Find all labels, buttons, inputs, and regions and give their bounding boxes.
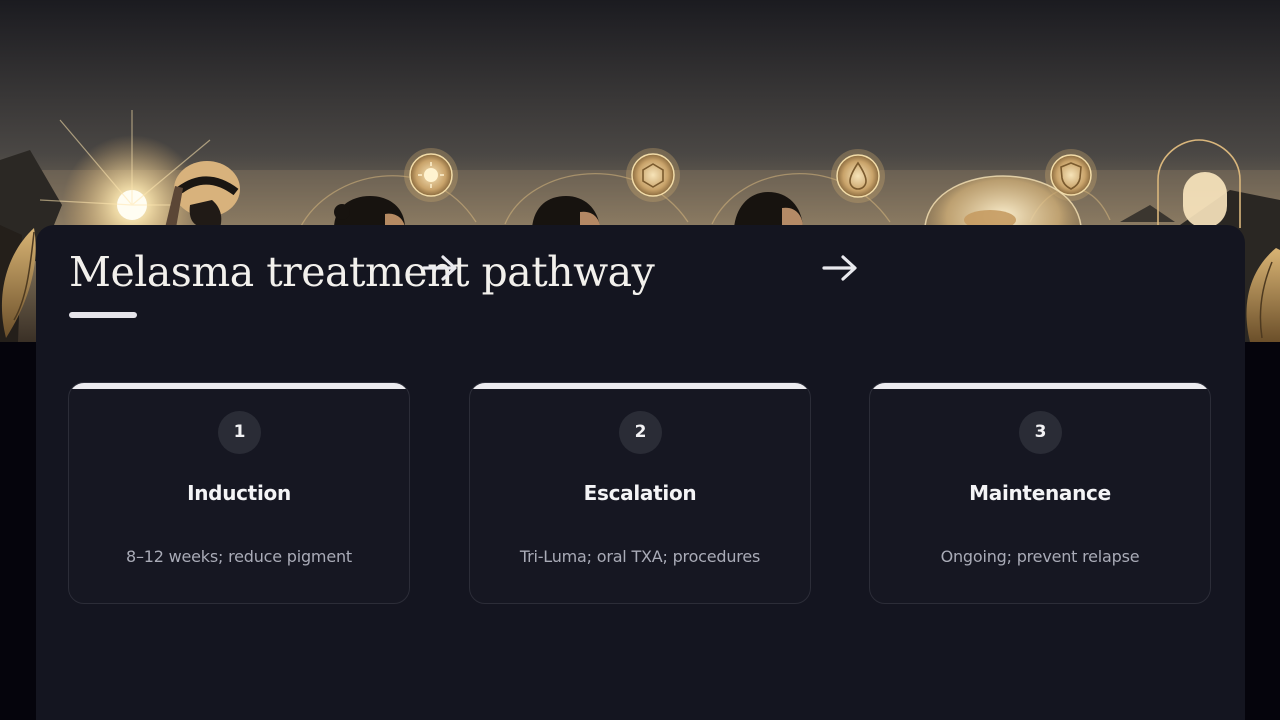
arrow-right-icon [822, 255, 857, 281]
sun-icon [404, 148, 458, 202]
droplet-icon [831, 149, 885, 203]
step-description: 8–12 weeks; reduce pigment [126, 547, 352, 566]
step-description: Ongoing; prevent relapse [940, 547, 1140, 566]
step-title: Maintenance [969, 481, 1111, 505]
molecule-icon [626, 148, 680, 202]
step-description: Tri-Luma; oral TXA; procedures [519, 547, 761, 566]
step-title: Escalation [583, 481, 697, 505]
step-card-maintenance: 3 Maintenance Ongoing; prevent relapse [869, 382, 1211, 604]
step-number-badge: 3 [1019, 411, 1062, 454]
title-underline [69, 312, 137, 318]
shield-icon [1045, 149, 1097, 201]
step-card-induction: 1 Induction 8–12 weeks; reduce pigment [68, 382, 410, 604]
arrow-right-icon [422, 255, 457, 281]
page-title: Melasma treatment pathway [69, 248, 655, 296]
step-card-escalation: 2 Escalation Tri-Luma; oral TXA; procedu… [469, 382, 811, 604]
step-title: Induction [187, 481, 291, 505]
step-number-badge: 2 [619, 411, 662, 454]
step-number-badge: 1 [218, 411, 261, 454]
content-panel: Melasma treatment pathway 1 Induction 8–… [36, 225, 1245, 720]
